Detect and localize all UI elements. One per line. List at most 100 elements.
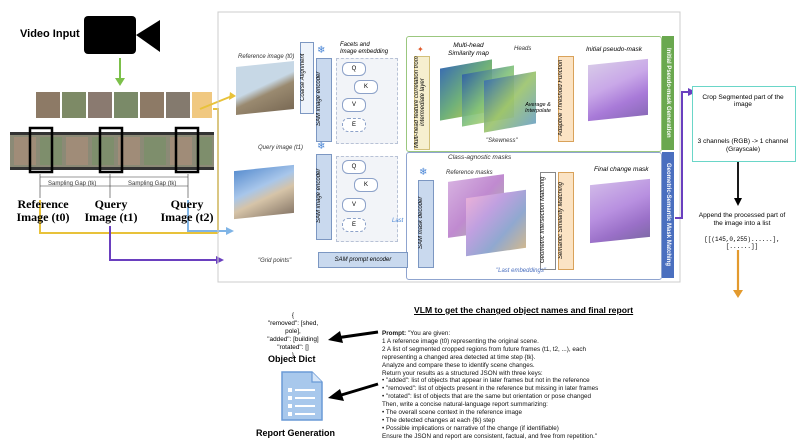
dict-line5: }: [291, 352, 295, 359]
query1-frame-box: [98, 126, 124, 174]
dict-line2: "removed": [shed, pole],: [267, 320, 319, 335]
v-t0-pill: V: [342, 98, 366, 112]
q-t1-pill: Q: [342, 160, 366, 174]
prompt-line-4: Analyze and compare these to identify sc…: [382, 361, 535, 369]
prompt-line-11: • The detected changes at each {tk} step: [382, 416, 496, 424]
prompt-line-7: • "removed": list of objects present in …: [382, 385, 599, 393]
coarse-alignment-block: [300, 42, 314, 114]
list-text: [[(145,0,255)......],[......]]: [704, 236, 780, 250]
sam-image-encoder-bottom-label: SAM image encoder: [316, 168, 322, 224]
video-camera-icon: [84, 16, 160, 54]
prompt-line-6: • "added": list of objects that appear i…: [382, 377, 590, 385]
sampling-gap-2: Sampling Gap (tk): [128, 181, 177, 187]
coarse-alignment-label: Coarse Alignment: [300, 53, 306, 101]
sampling-gap-1: Sampling Gap (tk): [48, 181, 97, 187]
frozen-icon: ❄: [317, 45, 326, 56]
prompt-line-2: 2 A list of segmented cropped regions fr…: [382, 345, 587, 353]
prompt-line-3: representing a changed area detected at …: [382, 353, 536, 361]
sam-mask-decoder: [418, 180, 434, 268]
q-t0-pill: Q: [342, 62, 366, 76]
video-input-label: Video Input: [20, 28, 80, 40]
q1-label-line2: Image (t1): [84, 210, 138, 224]
side-bar-pseudo-mask: Initial Pseudo-mask Generation: [662, 36, 674, 150]
grid-points-label: "Grid points": [258, 258, 292, 264]
final-change-mask-image: [590, 178, 650, 244]
report-document-icon: [281, 371, 323, 421]
final-mask-title: Final change mask: [594, 166, 649, 173]
class-agnostic-mask-2: [466, 189, 526, 257]
initial-mask-title: Initial pseudo-mask: [586, 46, 642, 53]
last-embeddings-label: "Last embeddings": [496, 268, 546, 274]
similarity-map-label: Multi-head Similarity map: [448, 42, 489, 58]
adaptive-threshold-label: Adaptive Threshold Function: [558, 59, 564, 137]
semantic-matching-block: [558, 172, 574, 270]
reference-masks-label: Reference masks: [446, 170, 493, 176]
prompt-line-8: • "rotated": list of objects that are th…: [382, 393, 591, 401]
k-t0-pill: K: [354, 80, 378, 94]
video-frames-bottom: [10, 132, 214, 170]
ref-frame-box: [28, 126, 54, 174]
dict-line1: {: [291, 312, 295, 319]
query-image-t2-label: Query Image (t2): [156, 198, 218, 224]
k-t1-pill: K: [354, 178, 378, 192]
e-t0-pill: E: [342, 118, 366, 132]
query2-frame-box: [174, 126, 200, 174]
e-t1-pill: E: [342, 218, 366, 232]
prompt-line-0-text: "You are given:: [406, 330, 451, 337]
initial-pseudo-mask-image: [588, 58, 648, 122]
semantic-matching-label: Semantic Similarity Matching: [558, 181, 564, 259]
channels-line1: 3 channels (RGB) -> 1 channel: [697, 138, 789, 145]
mhfc-block: [414, 56, 430, 150]
reference-image: [236, 60, 294, 116]
ref-label-line2: Image (t0): [16, 210, 70, 224]
reference-image-t0-label: Reference Image (t0): [4, 198, 82, 224]
facets-label: Facets and Image embedding: [340, 42, 388, 56]
sam-prompt-encoder: SAM prompt encoder: [318, 252, 408, 268]
dict-line3: "added": [building]: [267, 336, 319, 343]
prompt-label: Prompt:: [382, 330, 407, 337]
sam-image-encoder-top-label: SAM image encoder: [316, 71, 322, 127]
prompt-line-5: Return your results as a structured JSON…: [382, 369, 543, 377]
vlm-title: VLM to get the changed object names and …: [414, 305, 634, 315]
avg-label: Average & Interpolate: [525, 102, 551, 114]
trainable-icon: ✦: [417, 45, 424, 54]
channels-text: 3 channels (RGB) -> 1 channel (Grayscale…: [694, 138, 792, 154]
ref-image-title: Reference image (t0): [238, 54, 295, 60]
prompt-line-12: • Possible implications or narrative of …: [382, 424, 559, 432]
append-line1: Append the processed part of: [698, 212, 786, 219]
prompt-line-9: Then, write a concise natural-language r…: [382, 401, 548, 409]
sam-image-encoder-top: [316, 58, 332, 142]
prompt-line-1: 1 A reference image (t0) representing th…: [382, 337, 539, 345]
q2-label-line2: Image (t2): [160, 210, 214, 224]
frozen-icon: ❄: [419, 167, 428, 178]
sam-image-encoder-bottom: [316, 154, 332, 240]
facets-line1: Facets and: [340, 42, 370, 48]
channels-line2: (Grayscale): [725, 146, 761, 153]
prompt-line-13: Ensure the JSON and report are consisten…: [382, 432, 598, 440]
append-line2: the image into a list: [713, 220, 771, 227]
append-text: Append the processed part of the image i…: [690, 212, 794, 228]
frozen-icon: ❄: [317, 141, 326, 152]
object-dict-label: Object Dict: [268, 354, 316, 364]
query-image-t1-label: Query Image (t1): [80, 198, 142, 224]
object-dict-json: { "removed": [shed, pole], "added": [bui…: [262, 312, 324, 360]
geometric-matching-block: [540, 172, 556, 270]
query-image: [234, 164, 294, 220]
vlm-prompt-text: Prompt: "You are given: 1 A reference im…: [382, 330, 800, 441]
mask-matching-region: [406, 152, 662, 280]
similarity-line1: Multi-head: [453, 42, 484, 49]
query-image-title: Query image (t1): [258, 145, 304, 151]
geometric-matching-label: Geometric Intersection Matching: [540, 176, 546, 264]
similarity-line2: Similarity map: [448, 50, 489, 57]
adaptive-threshold-block: [558, 56, 574, 142]
v-t1-pill: V: [342, 198, 366, 212]
facets-line2: Image embedding: [340, 49, 389, 55]
last-label: Last: [392, 218, 404, 224]
report-generation-label: Report Generation: [256, 428, 336, 438]
prompt-line-10: • The overall scene context in the refer…: [382, 409, 522, 417]
crop-text: Crop Segmented part of the image: [702, 94, 784, 108]
q1-label-line1: Query: [94, 197, 128, 211]
sam-mask-decoder-label: SAM mask decoder: [418, 196, 424, 250]
video-frames-top: [36, 92, 212, 118]
